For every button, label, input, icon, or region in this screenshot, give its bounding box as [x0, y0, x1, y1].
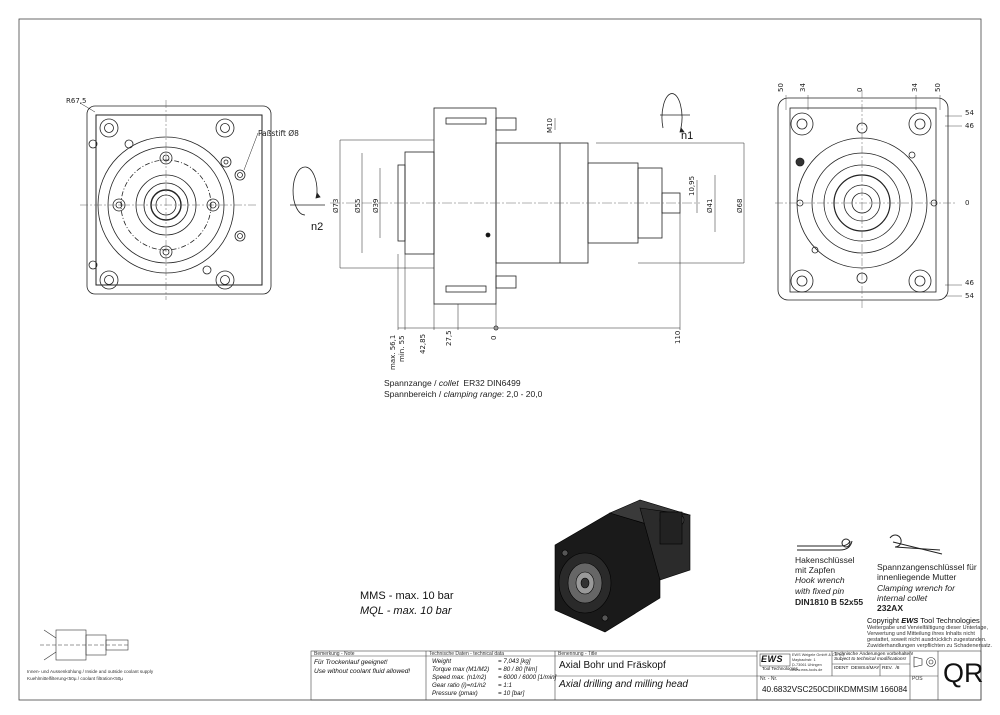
company-line-2: Maybachstr. 1: [792, 658, 816, 662]
hook-wrench-line-1: Hakenschlüssel: [795, 555, 855, 565]
side-view-middle: [330, 107, 745, 331]
collet-line-1: Spannzange / collet ER32 DIN6499: [384, 378, 521, 388]
pin-label: Paßstift Ø8: [258, 129, 299, 138]
remark-line-2: Use without coolant fluid allowed!: [314, 668, 411, 675]
part-number: 40.6832VSC250CDIIKDMMSIM: [762, 685, 879, 694]
rotation-arrow-n2: [290, 166, 325, 216]
title-block-frame: [310, 650, 982, 701]
company-line-1: EWS Weigele GmbH & Co. KG: [792, 653, 845, 657]
copyright-line-2: Verwertung und Mitteilung ihres Inhalts …: [867, 631, 975, 637]
hook-wrench-line-5: DIN1810 B 52x55: [795, 597, 864, 607]
collet-wrench-line-5: 232AX: [877, 603, 903, 613]
collet-wrench-line-4: internal collet: [877, 593, 928, 603]
qr-label: QR: [943, 658, 984, 688]
coolant-schematic-icon: [40, 629, 129, 661]
spec-label-gear: Gear ratio (i)=n1/n2: [432, 682, 486, 689]
remark-line-1: Für Trockenlauf geeignet!: [314, 659, 388, 666]
spec-label-pressure: Pressure (pmax): [432, 690, 478, 697]
spec-label-speed: Speed max. (n1/n2): [432, 674, 487, 681]
copyright-line-4: Zuwiderhandlungen verpflichten zu Schade…: [867, 643, 993, 649]
dim-side-54-top: 54: [965, 109, 974, 117]
ident-field: IDENT DEWS4/MAY: [834, 666, 880, 671]
spec-value-pressure: = 10 [bar]: [498, 690, 525, 697]
dim-top-34-left: 34: [799, 83, 807, 92]
hook-wrench-icon: [797, 538, 853, 551]
spec-label-weight: Weight: [432, 658, 452, 665]
collet-wrench-icon: [889, 534, 943, 555]
copyright-line-3: gestattet, soweit nicht ausdrücklich zug…: [867, 637, 987, 643]
dim-d55: Ø55: [354, 198, 362, 213]
ews-logo-text: EWS: [761, 654, 784, 664]
ews-logo-subtext: Tool Technologies: [762, 666, 798, 671]
hook-wrench-line-3: Hook wrench: [795, 575, 845, 585]
mql-pressure: MQL - max. 10 bar: [360, 605, 452, 617]
dim-110: 110: [674, 330, 682, 344]
copyright-heading: Copyright EWS Tool Technologies: [867, 616, 980, 625]
n1-label: n1: [681, 130, 694, 142]
dim-d41: Ø41: [706, 198, 714, 213]
dim-27-5: 27,5: [445, 330, 453, 346]
drawing-number: 166084: [880, 685, 908, 694]
coolant-caption-2: Kuehlmittelfilterung<50µ / coolant filtr…: [27, 676, 123, 681]
dim-side-54-bottom: 54: [965, 292, 974, 300]
dim-d39: Ø39: [372, 198, 380, 213]
coolant-caption-1: Innen- und Aussenkühlung / Inside and ou…: [27, 669, 154, 674]
dim-top-34-right: 34: [911, 83, 919, 92]
spec-value-speed: = 6000 / 6000 [1/min]: [498, 674, 557, 681]
dim-top-50-left: 50: [777, 83, 785, 92]
dim-max-56-1: max. 56,1: [389, 334, 397, 370]
dim-top-0: 0: [856, 87, 864, 92]
dim-min-55: min. 55: [398, 335, 406, 362]
dim-side-46-bottom: 46: [965, 279, 974, 287]
hook-wrench-line-2: mit Zapfen: [795, 565, 836, 575]
dim-d68: Ø68: [736, 198, 744, 213]
projection-symbol-icon: [913, 656, 936, 668]
company-line-3: D-73061 Uhingen: [792, 663, 822, 667]
collet-wrench-line-3: Clamping wrench for: [877, 583, 955, 593]
dim-m10: M10: [546, 118, 554, 133]
pos-label: POS: [912, 676, 923, 682]
spec-value-weight: = 7,043 [kg]: [498, 658, 531, 665]
mms-pressure: MMS - max. 10 bar: [360, 590, 454, 602]
tech-data-header: Technische Daten - technical data: [429, 651, 505, 657]
n2-label: n2: [311, 221, 324, 233]
ews-logo: [759, 653, 791, 667]
spec-value-torque: = 80 / 80 [Nm]: [498, 666, 538, 673]
collet-line-2: Spannbereich / clamping range: 2,0 - 20,…: [384, 389, 543, 399]
radius-label: R67,5: [66, 97, 87, 105]
dim-42-85: 42,85: [419, 333, 427, 354]
nr-label: Nr. - Nr.: [760, 676, 778, 682]
spec-label-torque: Torque max (M1/M2): [432, 666, 490, 673]
copyright-line-1: Weitergabe und Vervielfältigung dieser U…: [867, 625, 988, 631]
company-line-4: www.ews-tools.de: [792, 668, 823, 672]
title-header: Benennung - Title: [558, 651, 598, 657]
title-english: Axial drilling and milling head: [559, 679, 688, 690]
collet-wrench-line-2: innenliegende Mutter: [877, 572, 957, 582]
dim-side-0: 0: [965, 199, 970, 207]
rear-view-right: [775, 90, 962, 308]
changes-de: Technische Änderungen vorbehalten!: [834, 652, 914, 657]
dim-zero: 0: [490, 335, 498, 340]
remark-header: Bemerkung - Note: [314, 651, 355, 657]
dim-d73: Ø73: [332, 198, 340, 213]
dim-side-46-top: 46: [965, 122, 974, 130]
hook-wrench-line-4: with fixed pin: [795, 586, 845, 596]
rev-field: REV. /8: [882, 666, 900, 671]
dim-top-50-right: 50: [934, 83, 942, 92]
spec-value-gear: = 1:1: [498, 682, 512, 689]
rotation-arrow-n1: [660, 93, 690, 133]
front-view-left: [79, 100, 272, 300]
collet-wrench-line-1: Spannzangenschlüssel für: [877, 562, 977, 572]
changes-en: Subject to technical modifications!: [834, 657, 907, 662]
title-german: Axial Bohr und Fräskopf: [559, 660, 666, 671]
isometric-render: [554, 499, 691, 633]
dim-10-95: 10,95: [688, 175, 696, 196]
